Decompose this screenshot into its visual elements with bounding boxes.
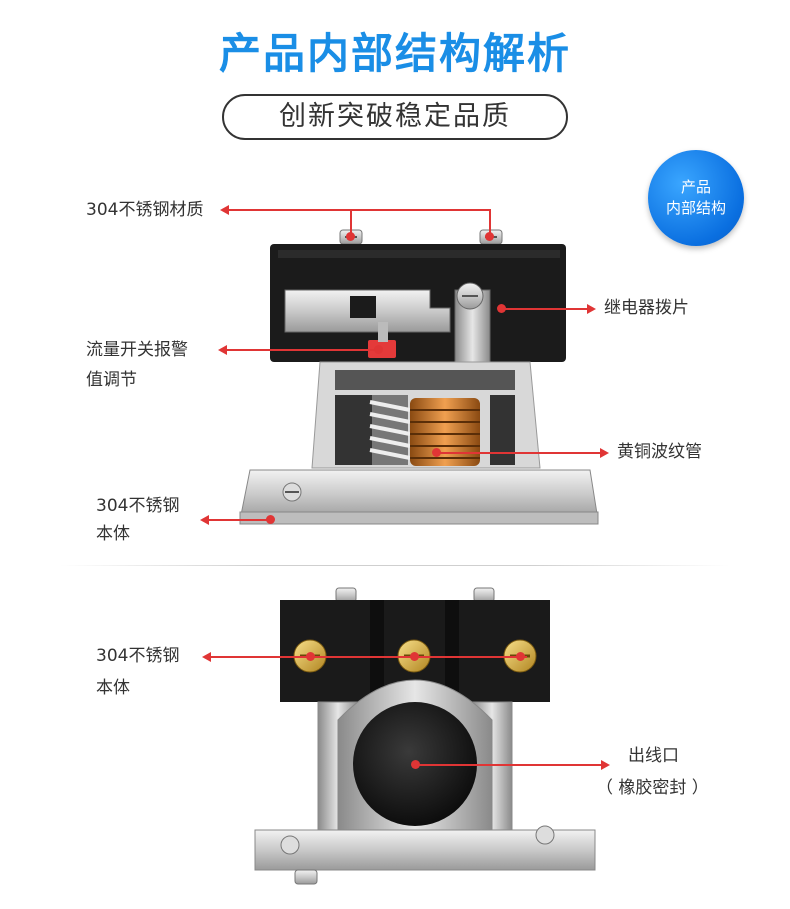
pointer-dot-bellows (432, 448, 441, 457)
brass-bellows (410, 398, 480, 466)
pointer-line-flow-switch (227, 349, 377, 351)
pointer-dot-flow-switch (374, 345, 383, 354)
label-outlet-line1: 出线口 (628, 746, 679, 766)
label-steel-body-top-line2: 本体 (96, 524, 130, 544)
label-flow-switch-line1: 流量开关报警 (86, 340, 188, 360)
subtitle-pill: 创新突破稳定品质 (222, 94, 568, 140)
pointer-dot-terminal-middle (410, 652, 419, 661)
pointer-line-outlet (417, 764, 601, 766)
pointer-dot-right-screw (485, 232, 494, 241)
pointer-line-steel-material (229, 209, 491, 211)
spring (369, 395, 411, 465)
pointer-dot-left-screw (346, 232, 355, 241)
label-steel-body-bottom-line1: 304不锈钢 (96, 646, 180, 666)
pointer-arrow-relay (587, 304, 596, 314)
pointer-arrow-outlet (601, 760, 610, 770)
label-steel-material: 304不锈钢材质 (86, 200, 204, 220)
section-divider (60, 565, 730, 566)
pointer-drop-right (489, 209, 491, 235)
pointer-dot-terminal-left (306, 652, 315, 661)
pointer-arrow-bellows (600, 448, 609, 458)
pointer-arrow-steel-material (220, 205, 229, 215)
pointer-line-steel-body-bottom (211, 656, 527, 658)
pointer-line-bellows (438, 452, 600, 454)
bottom-product (254, 587, 596, 885)
pointer-arrow-flow-switch (218, 345, 227, 355)
label-flow-switch-line2: 值调节 (86, 370, 137, 390)
badge-line-1: 产品 (680, 178, 711, 196)
structure-badge: 产品 内部结构 (648, 150, 744, 246)
pointer-line-relay (503, 308, 587, 310)
page-title: 产品内部结构解析 (218, 29, 571, 78)
label-relay-paddle: 继电器拨片 (604, 298, 689, 318)
pointer-dot-steel-body-top (266, 515, 275, 524)
label-brass-bellows: 黄铜波纹管 (617, 442, 702, 462)
pointer-dot-outlet (411, 760, 420, 769)
label-steel-body-top-line1: 304不锈钢 (96, 496, 180, 516)
pointer-arrow-steel-body-bottom (202, 652, 211, 662)
pointer-dot-terminal-right (516, 652, 525, 661)
label-outlet-line2: （ 橡胶密封 ） (596, 778, 709, 798)
pointer-arrow-steel-body-top (200, 515, 209, 525)
badge-line-2: 内部结构 (665, 199, 726, 217)
pointer-drop-left (350, 209, 352, 235)
top-product (239, 229, 599, 525)
pointer-dot-relay (497, 304, 506, 313)
label-steel-body-bottom-line2: 本体 (96, 678, 130, 698)
pointer-line-steel-body-top (209, 519, 269, 521)
